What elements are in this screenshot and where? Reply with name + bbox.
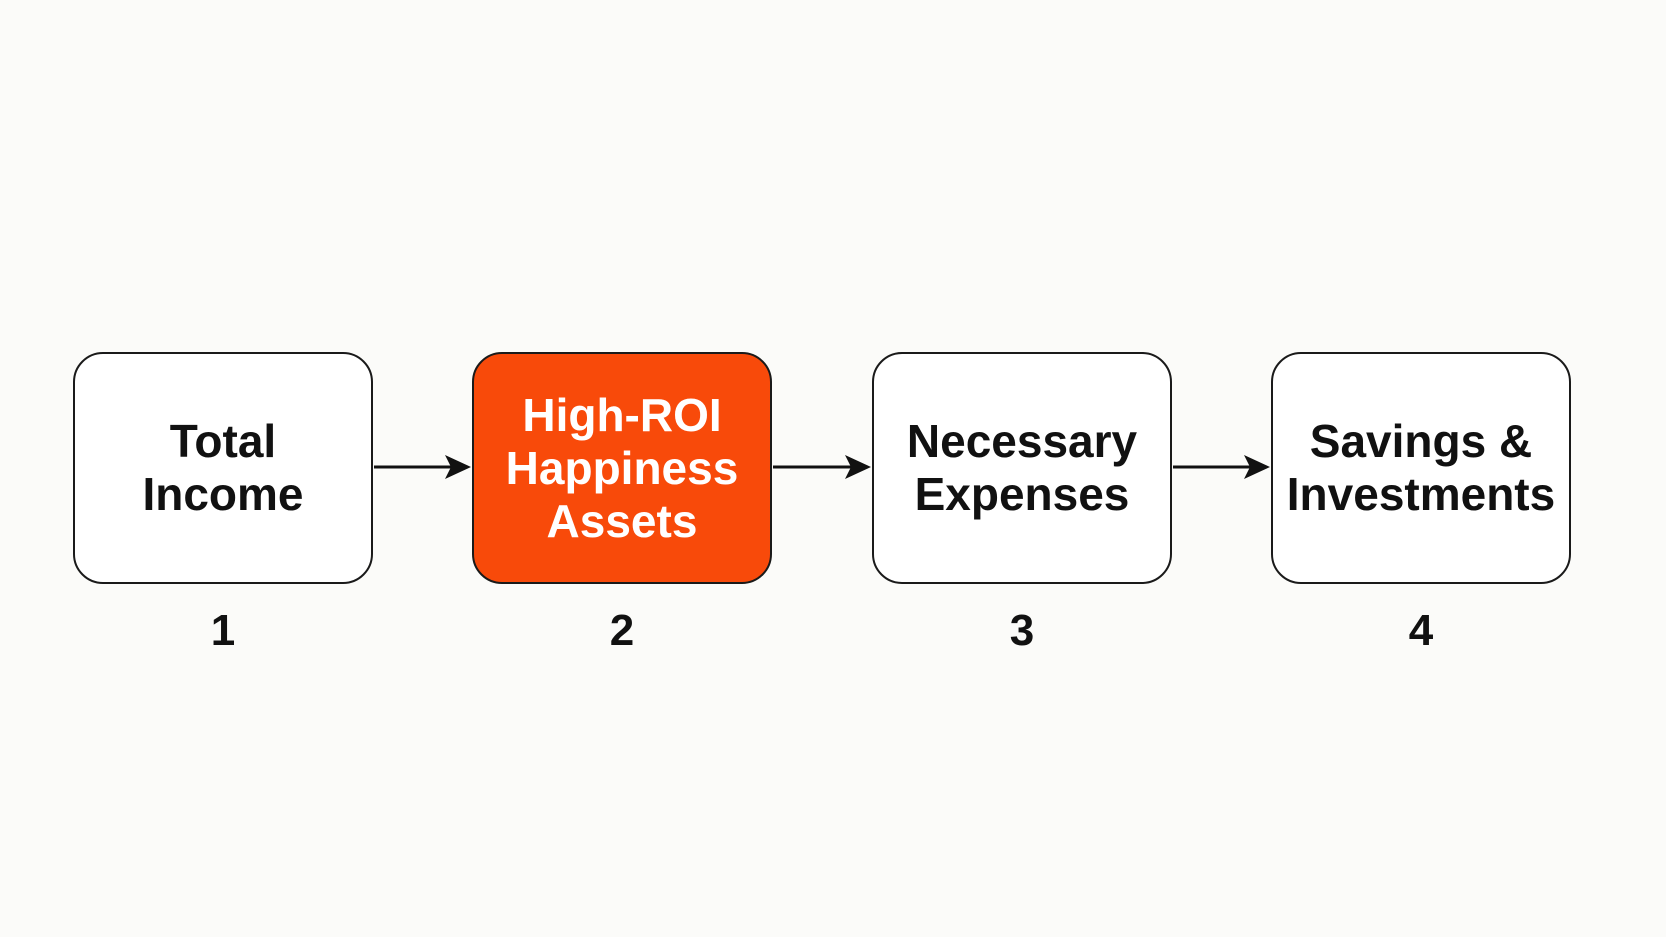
step-box-savings-investments: Savings & Investments bbox=[1271, 352, 1571, 584]
step-label: Savings & Investments bbox=[1286, 415, 1556, 520]
step-label: High-ROI Happiness Assets bbox=[505, 388, 739, 547]
arrowhead-icon bbox=[1244, 455, 1270, 479]
arrow-3-to-4 bbox=[1173, 455, 1270, 479]
step-number: 1 bbox=[210, 606, 236, 655]
step-label: Necessary Expenses bbox=[906, 415, 1138, 520]
arrow-1-to-2 bbox=[374, 455, 471, 479]
step-label: Total Income bbox=[142, 415, 304, 520]
arrowhead-icon bbox=[445, 455, 471, 479]
step-number: 4 bbox=[1408, 606, 1434, 655]
step-number: 3 bbox=[1009, 606, 1035, 655]
step-number: 2 bbox=[609, 606, 635, 655]
arrow-2-to-3 bbox=[773, 455, 871, 479]
step-box-high-roi-happiness-assets: High-ROI Happiness Assets bbox=[472, 352, 772, 584]
step-box-total-income: Total Income bbox=[73, 352, 373, 584]
arrowhead-icon bbox=[845, 455, 871, 479]
step-box-necessary-expenses: Necessary Expenses bbox=[872, 352, 1172, 584]
